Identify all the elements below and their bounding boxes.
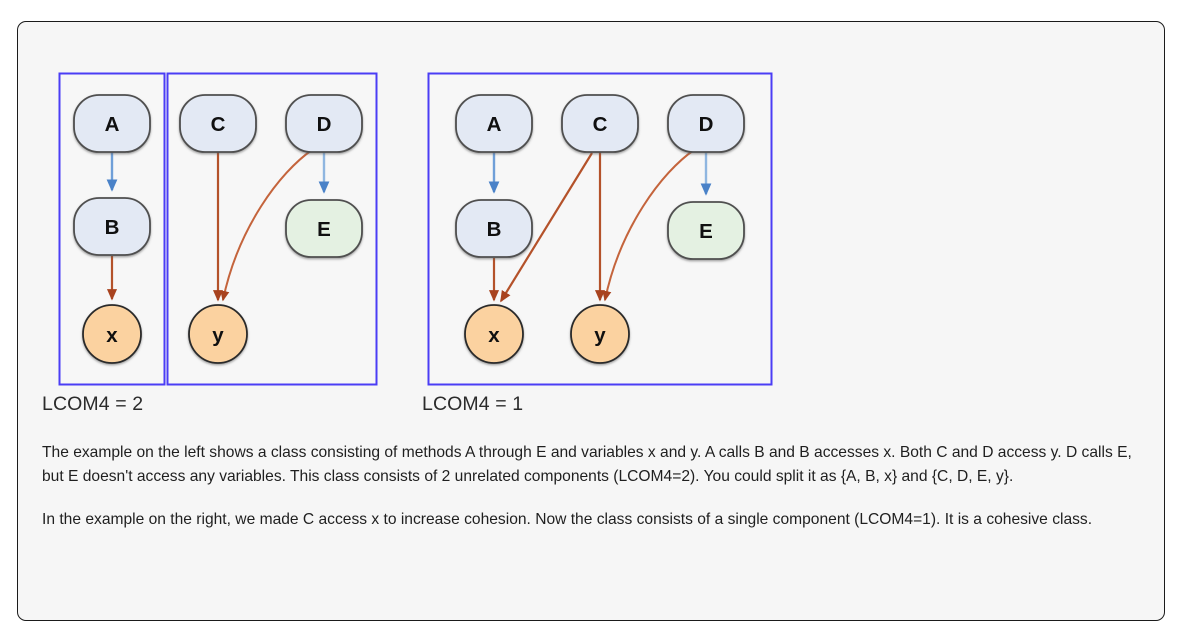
caption-lcom4-left: LCOM4 = 2 bbox=[42, 393, 144, 415]
node-A-left-label: A bbox=[105, 113, 120, 136]
node-A-right[interactable]: A bbox=[455, 94, 533, 153]
node-E-left-label: E bbox=[317, 218, 331, 241]
node-y-left[interactable]: y bbox=[188, 304, 248, 364]
right-edges bbox=[488, 149, 712, 303]
node-C-right-label: C bbox=[593, 113, 608, 136]
lcom4-figure: A B x C bbox=[18, 22, 1164, 427]
node-B-left[interactable]: B bbox=[73, 197, 151, 256]
node-C-left-label: C bbox=[211, 113, 226, 136]
node-A-right-label: A bbox=[487, 113, 502, 136]
node-y-right[interactable]: y bbox=[570, 304, 630, 364]
node-E-right[interactable]: E bbox=[667, 201, 745, 260]
node-y-right-label: y bbox=[594, 324, 606, 347]
node-D-right-label: D bbox=[699, 113, 714, 136]
paragraph-right-example: In the example on the right, we made C a… bbox=[42, 511, 1093, 528]
node-E-left[interactable]: E bbox=[285, 199, 363, 258]
node-C-right[interactable]: C bbox=[561, 94, 639, 153]
edge-C-x-right bbox=[500, 152, 593, 303]
node-x-right-label: x bbox=[488, 324, 500, 347]
left-edges bbox=[106, 149, 330, 302]
node-x-left-label: x bbox=[106, 324, 118, 347]
node-C-left[interactable]: C bbox=[179, 94, 257, 153]
edge-D-y-right bbox=[602, 149, 695, 302]
node-B-right[interactable]: B bbox=[455, 199, 533, 258]
explanation-text: The example on the left shows a class co… bbox=[42, 441, 1142, 532]
node-x-left[interactable]: x bbox=[82, 304, 142, 364]
node-x-right[interactable]: x bbox=[464, 304, 524, 364]
node-D-left-label: D bbox=[317, 113, 332, 136]
left-nodes: A B x C bbox=[73, 94, 363, 364]
article-card: A B x C bbox=[17, 21, 1165, 621]
lcom4-svg: A B x C bbox=[58, 72, 773, 386]
edge-D-y-left bbox=[220, 149, 313, 302]
caption-lcom4-right: LCOM4 = 1 bbox=[422, 393, 524, 415]
paragraph-left-example: The example on the left shows a class co… bbox=[42, 444, 1132, 485]
node-D-left[interactable]: D bbox=[285, 94, 363, 153]
node-B-left-label: B bbox=[105, 216, 120, 239]
right-nodes: A C D B bbox=[455, 94, 745, 364]
node-A-left[interactable]: A bbox=[73, 94, 151, 153]
node-E-right-label: E bbox=[699, 220, 713, 243]
node-y-left-label: y bbox=[212, 324, 224, 347]
node-D-right[interactable]: D bbox=[667, 94, 745, 153]
node-B-right-label: B bbox=[487, 218, 502, 241]
